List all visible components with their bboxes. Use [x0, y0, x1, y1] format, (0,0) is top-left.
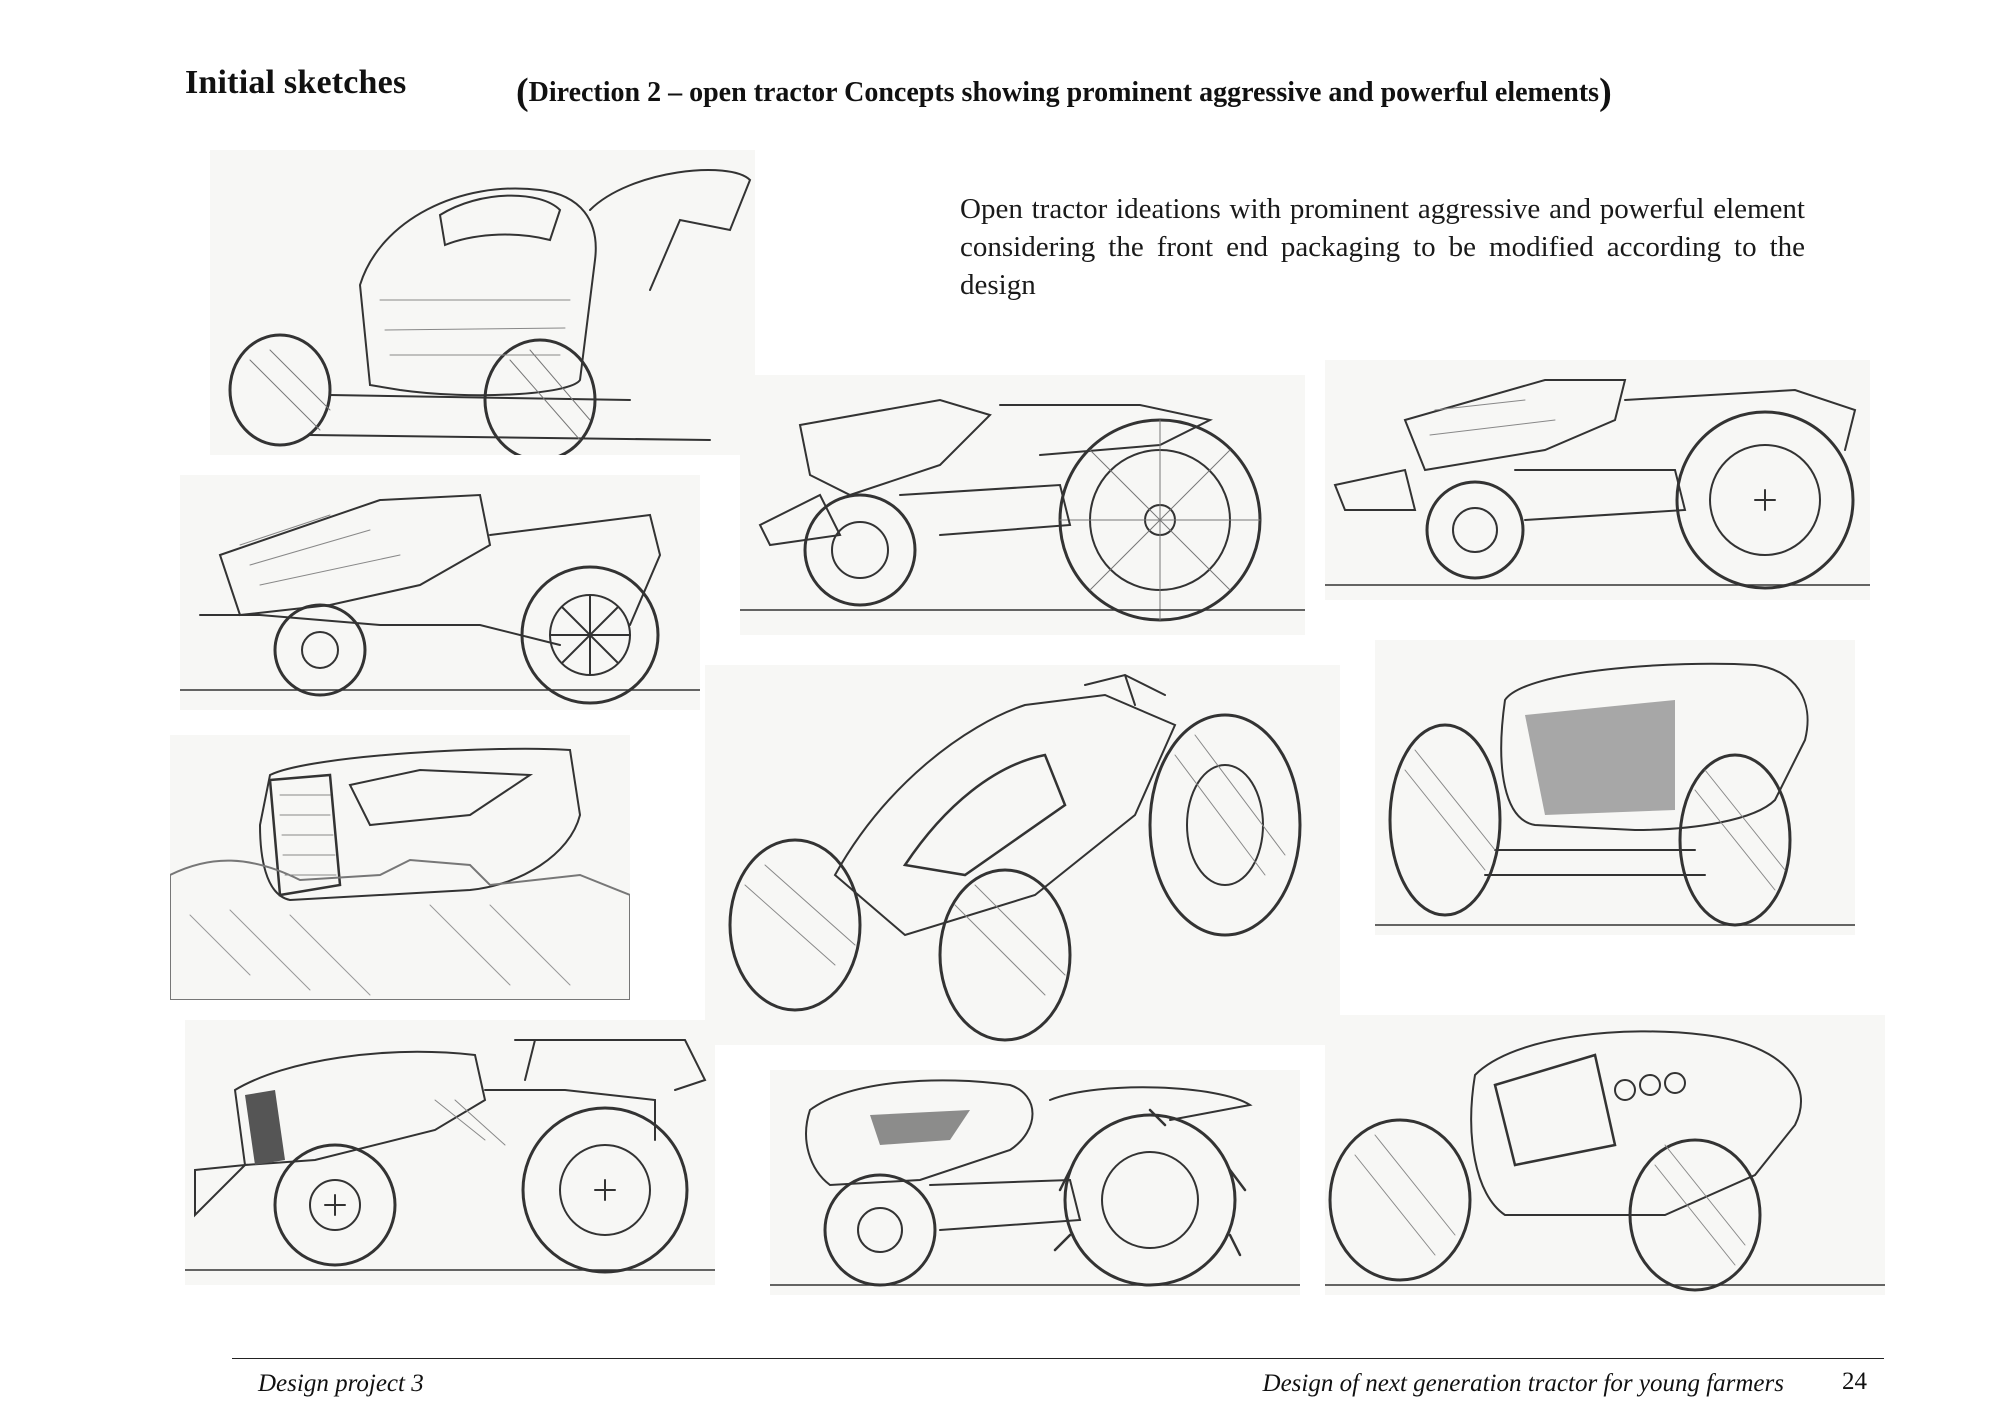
sketch-7-perspective-center [705, 665, 1340, 1045]
sketch-9-side-view-spiked-wheels [770, 1070, 1300, 1295]
sketch-1-front-three-quarter [210, 150, 755, 455]
sketch-4-side-view-cab [185, 1020, 715, 1285]
footer-project-title: Design of next generation tractor for yo… [1262, 1370, 1784, 1397]
page-subtitle-text: Direction 2 – open tractor Concepts show… [528, 77, 1600, 108]
page-subtitle: (Direction 2 – open tractor Concepts sho… [516, 71, 1612, 113]
sketch-10-front-three-quarter-low [1325, 1015, 1885, 1295]
footer-project-label: Design project 3 [258, 1370, 424, 1397]
sketch-6-side-view-right [1325, 360, 1870, 600]
sketch-8-front-view [1375, 640, 1855, 935]
description-paragraph: Open tractor ideations with prominent ag… [960, 193, 1805, 301]
sketch-3-cowl-detail [170, 735, 630, 1000]
sketch-5-side-view-large-wheel [740, 375, 1305, 635]
page-title: Initial sketches [185, 64, 407, 101]
sketch-2-side-view [180, 475, 700, 710]
footer-divider [232, 1358, 1884, 1359]
page-number: 24 [1842, 1368, 1867, 1395]
